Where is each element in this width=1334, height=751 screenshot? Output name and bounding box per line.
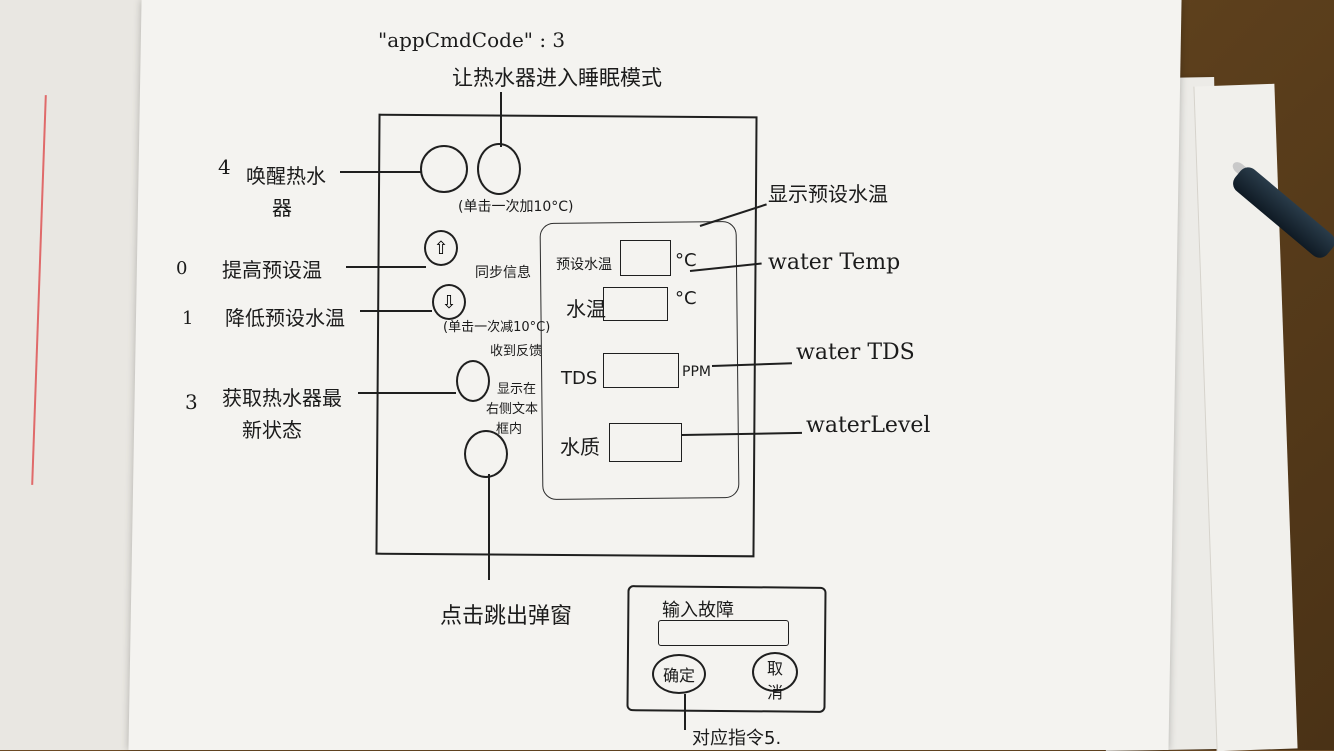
preset-temp-label: 预设水温 <box>556 257 612 273</box>
raise-connector <box>346 266 426 268</box>
wake-button[interactable] <box>420 145 468 193</box>
lower-connector <box>360 310 432 312</box>
sleep-button[interactable] <box>477 143 521 195</box>
cancel-button[interactable]: 取消 <box>752 652 798 702</box>
water-temp-label: 水温 <box>566 297 606 321</box>
lower-label: 降低预设水温 <box>225 306 345 330</box>
status-connector <box>358 392 456 394</box>
water-temp-field <box>603 287 668 321</box>
wake-number: 4 <box>218 155 231 179</box>
preset-unit: °C <box>675 250 697 271</box>
status-label-2: 新状态 <box>242 418 302 442</box>
water-tds-note: water TDS <box>796 340 915 365</box>
popup-button[interactable] <box>464 430 508 478</box>
popup-title: 输入故障 <box>662 600 734 621</box>
sleep-mode-note: 让热水器进入睡眠模式 <box>452 66 662 90</box>
water-temp-note: water Temp <box>768 250 901 275</box>
preset-temp-field <box>620 240 671 276</box>
raise-number: 0 <box>176 258 188 279</box>
raise-label: 提高预设温 <box>222 258 322 282</box>
confirm-button[interactable]: 确定 <box>652 654 706 694</box>
wake-label: 唤醒热水 <box>246 164 326 188</box>
water-level-note: waterLevel <box>806 413 931 438</box>
sync-note: 同步信息 <box>475 265 531 281</box>
tds-field <box>603 353 679 388</box>
arrow-down-icon: ⇩ <box>441 291 457 313</box>
show-note-1: 显示在 <box>497 382 537 397</box>
lower-temp-button[interactable]: ⇩ <box>432 284 466 320</box>
refresh-status-button[interactable] <box>456 360 490 402</box>
arrow-up-icon: ⇧ <box>433 237 449 259</box>
lower-number: 1 <box>182 308 194 329</box>
cmd-code-note: "appCmdCode" : 3 <box>378 28 566 52</box>
received-note: 收到反馈 <box>490 344 543 359</box>
popup-footer: 对应指令5. <box>692 728 782 749</box>
wake-label-2: 器 <box>272 196 292 220</box>
status-number: 3 <box>185 390 198 414</box>
popup-hint: 点击跳出弹窗 <box>440 604 573 629</box>
popup-connector <box>488 474 490 580</box>
raise-temp-button[interactable]: ⇧ <box>424 230 458 266</box>
confirm-connector <box>684 694 686 730</box>
show-preset-note: 显示预设水温 <box>768 182 888 206</box>
tds-label: TDS <box>561 368 598 389</box>
sleep-connector <box>500 92 502 147</box>
wake-connector <box>340 171 422 173</box>
show-note-2: 右侧文本 <box>486 402 539 417</box>
fault-input[interactable] <box>658 620 789 646</box>
raise-step-note: (单击一次加10°C) <box>458 199 574 215</box>
water-temp-unit: °C <box>675 288 697 309</box>
tds-unit: PPM <box>682 364 711 380</box>
water-quality-label: 水质 <box>560 435 600 459</box>
water-quality-field <box>609 423 682 462</box>
lower-step-note: (单击一次减10°C) <box>443 320 551 335</box>
show-note-3: 框内 <box>496 422 523 437</box>
status-label: 获取热水器最 <box>222 386 342 410</box>
margin-line <box>31 95 47 485</box>
